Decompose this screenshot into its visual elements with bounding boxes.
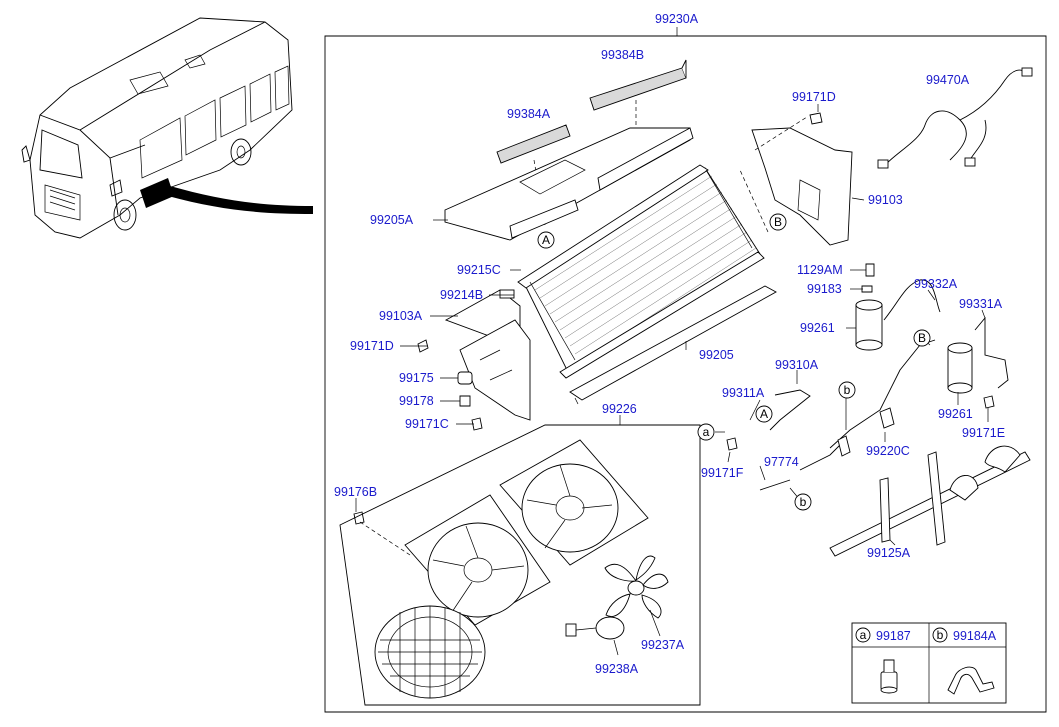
label-99331A[interactable]: 99331A [959,297,1003,311]
label-99205A[interactable]: 99205A [370,213,414,227]
label-99226[interactable]: 99226 [602,402,637,416]
label-99215C[interactable]: 99215C [457,263,501,277]
fan-motor-99238A [565,616,625,640]
part-labels: 99230A 99384B 99384A 99171D 99470A 99103… [334,12,1005,676]
label-99205[interactable]: 99205 [699,348,734,362]
air-guide-pads [496,59,687,226]
label-99125A[interactable]: 99125A [867,546,911,560]
bus-illustration [21,17,313,239]
label-99175[interactable]: 99175 [399,371,434,385]
label-99220C[interactable]: 99220C [866,444,910,458]
label-97774[interactable]: 97774 [764,455,799,469]
callout-A2: A [760,407,768,421]
callout-b2: b [800,495,807,509]
label-99261-left[interactable]: 99261 [800,321,835,335]
label-99238A[interactable]: 99238A [595,662,639,676]
leader-lines [355,104,989,656]
label-99237A[interactable]: 99237A [641,638,685,652]
label-99171C[interactable]: 99171C [405,417,449,431]
refrigerant-pipes [759,279,1009,491]
fan-blade-99237A [604,555,669,619]
callout-B1: B [774,215,782,229]
label-assembly[interactable]: 99230A [655,12,699,26]
label-99384B[interactable]: 99384B [601,48,644,62]
label-99171F[interactable]: 99171F [701,466,744,480]
label-99310A[interactable]: 99310A [775,358,819,372]
label-99332A[interactable]: 99332A [914,277,958,291]
wiring-harness [877,67,1033,169]
shroud-99205A [444,127,694,241]
label-99214B[interactable]: 99214B [440,288,483,302]
receiver-drier-left [855,299,883,351]
callout-b1: b [844,383,851,397]
main-frame [324,27,1047,713]
label-99384A[interactable]: 99384A [507,107,551,121]
receiver-drier-right [947,342,973,394]
bracket-99205 [569,285,777,405]
fan-shroud-front [404,494,551,626]
side-bracket-right [739,116,853,246]
label-99178[interactable]: 99178 [399,394,434,408]
label-99311A[interactable]: 99311A [722,386,765,400]
clamp-99184A-icon [947,666,995,695]
clip-99187-icon [880,659,898,694]
label-99171E[interactable]: 99171E [962,426,1005,440]
label-99171D-left[interactable]: 99171D [350,339,394,353]
callout-A1: A [542,233,550,247]
label-99470A[interactable]: 99470A [926,73,970,87]
label-99183[interactable]: 99183 [807,282,842,296]
callout-B2: B [918,331,926,345]
label-99103A[interactable]: 99103A [379,309,423,323]
fan-shroud-rear [499,439,649,566]
legend-table: a b 99187 99184A [851,622,1007,704]
side-bracket-left [444,289,531,421]
mounting-bracket-99125A [829,445,1031,557]
label-99176B[interactable]: 99176B [334,485,377,499]
fan-guard-net [374,605,486,699]
condenser-99215C [517,164,765,379]
label-99261-right[interactable]: 99261 [938,407,973,421]
fan-assembly-box [339,415,701,706]
label-99171D-top[interactable]: 99171D [792,90,836,104]
legend-part-99187[interactable]: 99187 [876,629,911,643]
legend-marker-b: b [937,628,944,642]
label-1129AM[interactable]: 1129AM [797,263,843,277]
legend-part-99184A[interactable]: 99184A [953,629,997,643]
label-99103[interactable]: 99103 [868,193,903,207]
legend-marker-a: a [860,628,867,642]
callout-markers: A B B A b b a [537,213,931,511]
callout-a1: a [703,425,710,439]
